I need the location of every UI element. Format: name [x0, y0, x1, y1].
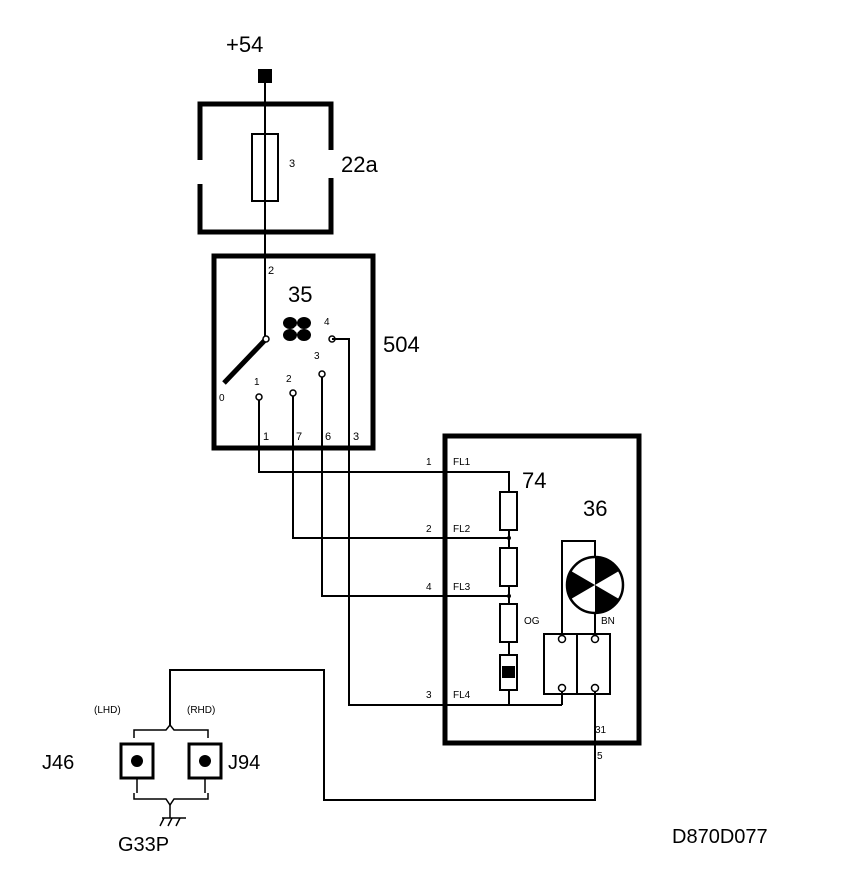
ground-brace — [133, 778, 209, 807]
ground-icon — [159, 805, 186, 827]
connector-j94-label: J94 — [228, 752, 260, 774]
resistor-box: 1 FL1 2 FL2 4 FL3 3 FL4 74 36 OG — [426, 433, 642, 762]
ground-wire — [169, 669, 596, 801]
fan-speed-icon — [283, 317, 311, 341]
terminal-fl2: FL2 — [453, 524, 471, 535]
switch-position-1: 1 — [254, 377, 260, 388]
switch-pin-1: 1 — [263, 431, 269, 443]
terminal-fl3: FL3 — [453, 582, 471, 593]
switch-box: 2 35 0 1 2 3 4 504 1 7 6 3 — [211, 253, 420, 451]
resistor-box-id: 74 — [522, 468, 546, 493]
fuse-box: 3 22a — [197, 101, 378, 256]
terminal-fl4: FL4 — [453, 690, 471, 701]
switch-position-3: 3 — [314, 351, 320, 362]
ground-wire-number: 5 — [597, 751, 603, 762]
fuse-number: 3 — [289, 158, 295, 170]
resistor-2 — [499, 547, 518, 587]
switch-input-pin: 2 — [268, 265, 274, 277]
supply-label: +54 — [226, 32, 263, 57]
switch-position-0: 0 — [219, 393, 225, 404]
fan-ref: 36 — [583, 496, 607, 521]
switch-ref: 35 — [288, 282, 312, 307]
thermal-fuse-element — [502, 666, 515, 678]
switch-box-id: 504 — [383, 332, 420, 357]
variant-rhd: (RHD) — [187, 705, 215, 716]
variant-lhd: (LHD) — [94, 705, 121, 716]
wire-number-4: 4 — [426, 582, 432, 593]
ground-pin: 31 — [595, 725, 607, 736]
switch-pin-7: 7 — [296, 431, 302, 443]
connector-j46: J46 — [42, 742, 155, 780]
drawing-id: D870D077 — [672, 826, 768, 848]
connector-j46-label: J46 — [42, 752, 74, 774]
switch-position-4: 4 — [324, 317, 330, 328]
fuse-box-id: 22a — [341, 152, 378, 177]
switch-contact-1 — [255, 393, 263, 401]
variant-brace: (LHD) (RHD) — [94, 705, 215, 738]
switch-arm — [222, 337, 268, 385]
supply-terminal — [258, 69, 272, 83]
wire-number-3: 3 — [426, 690, 432, 701]
wire-color-bn: BN — [601, 616, 615, 627]
switch-pin-6: 6 — [325, 431, 331, 443]
ground-label: G33P — [118, 834, 169, 856]
fan-motor-icon — [565, 555, 625, 615]
wire-color-og: OG — [524, 616, 540, 627]
wire-number-2: 2 — [426, 524, 432, 535]
switch-pin-3: 3 — [353, 431, 359, 443]
resistor-1 — [499, 491, 518, 531]
switch-position-2: 2 — [286, 374, 292, 385]
terminal-fl1: FL1 — [453, 457, 471, 468]
connector-j94: J94 — [187, 742, 260, 780]
resistor-3 — [499, 603, 518, 643]
wire-number-1: 1 — [426, 457, 432, 468]
switch-contact-2 — [289, 389, 297, 397]
switch-contact-3 — [318, 370, 326, 378]
